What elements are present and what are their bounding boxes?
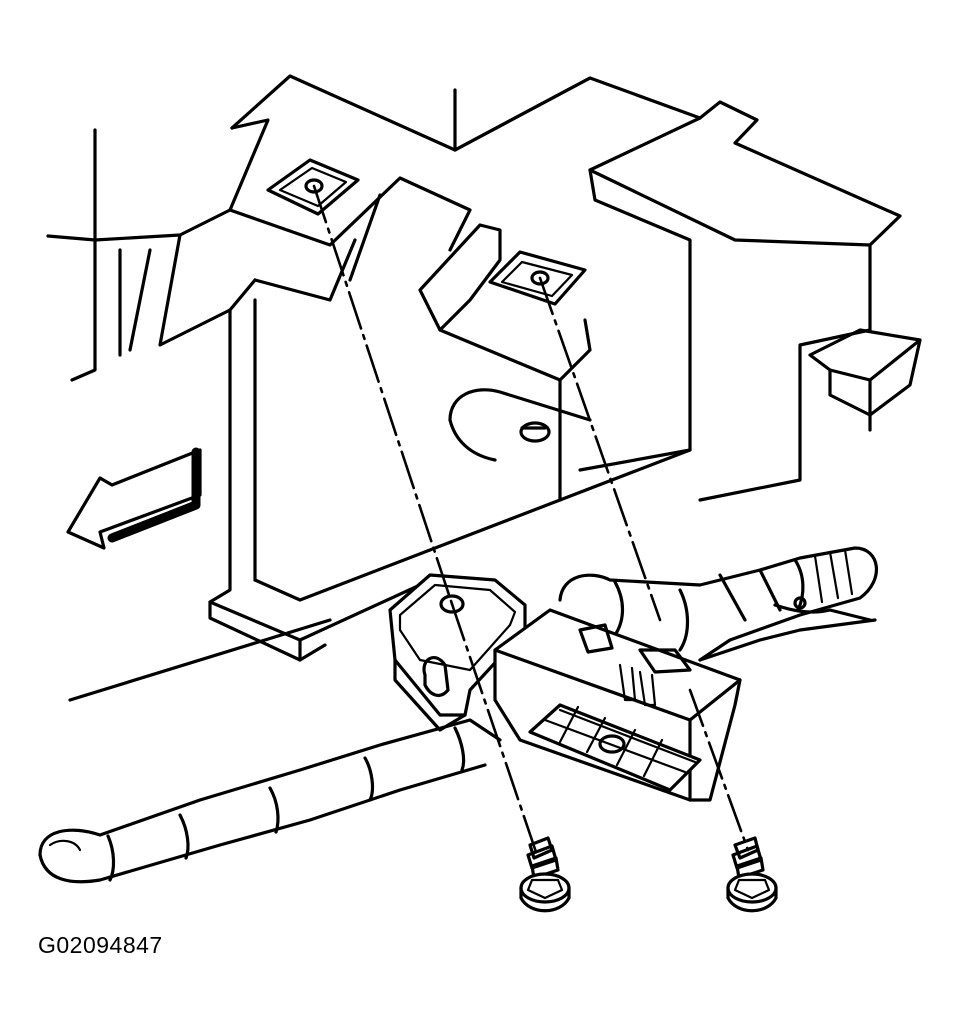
front-plate <box>448 388 592 462</box>
figure-id-label: G02094847 <box>38 932 163 958</box>
forward-arrow-icon <box>66 447 202 550</box>
upper-mount-pocket-right <box>418 223 592 502</box>
crossmember-beam <box>68 298 692 702</box>
upper-structure <box>46 74 902 502</box>
module-bracket <box>388 573 527 732</box>
side-bracket <box>808 328 922 432</box>
bolt-icon <box>726 836 778 913</box>
bolt-icon <box>519 836 571 913</box>
upper-mount-pocket-left <box>266 158 360 216</box>
assembly-guide-lines <box>312 184 750 854</box>
sensor-module <box>493 608 742 802</box>
wiring-harness-lower <box>38 718 502 884</box>
wiring-harness-upper <box>558 546 878 662</box>
